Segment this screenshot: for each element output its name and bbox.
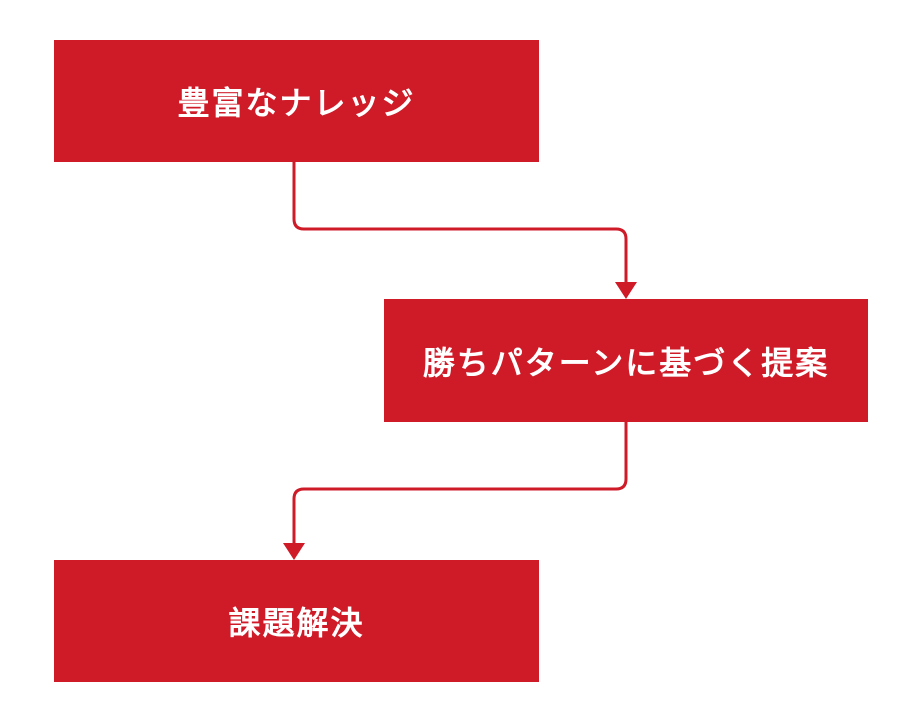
step-box-knowledge: 豊富なナレッジ: [54, 40, 539, 162]
step-box-proposal: 勝ちパターンに基づく提案: [384, 299, 868, 422]
step-box-solution: 課題解決: [54, 560, 539, 682]
connector-knowledge-to-proposal: [292, 162, 628, 282]
arrowhead-to-proposal: [615, 282, 637, 299]
step-label-proposal: 勝ちパターンに基づく提案: [422, 343, 830, 382]
step-label-knowledge: 豊富なナレッジ: [177, 84, 416, 122]
arrowhead-to-solution: [283, 543, 305, 560]
step-label-solution: 課題解決: [228, 604, 365, 642]
connector-proposal-to-solution: [292, 422, 628, 543]
